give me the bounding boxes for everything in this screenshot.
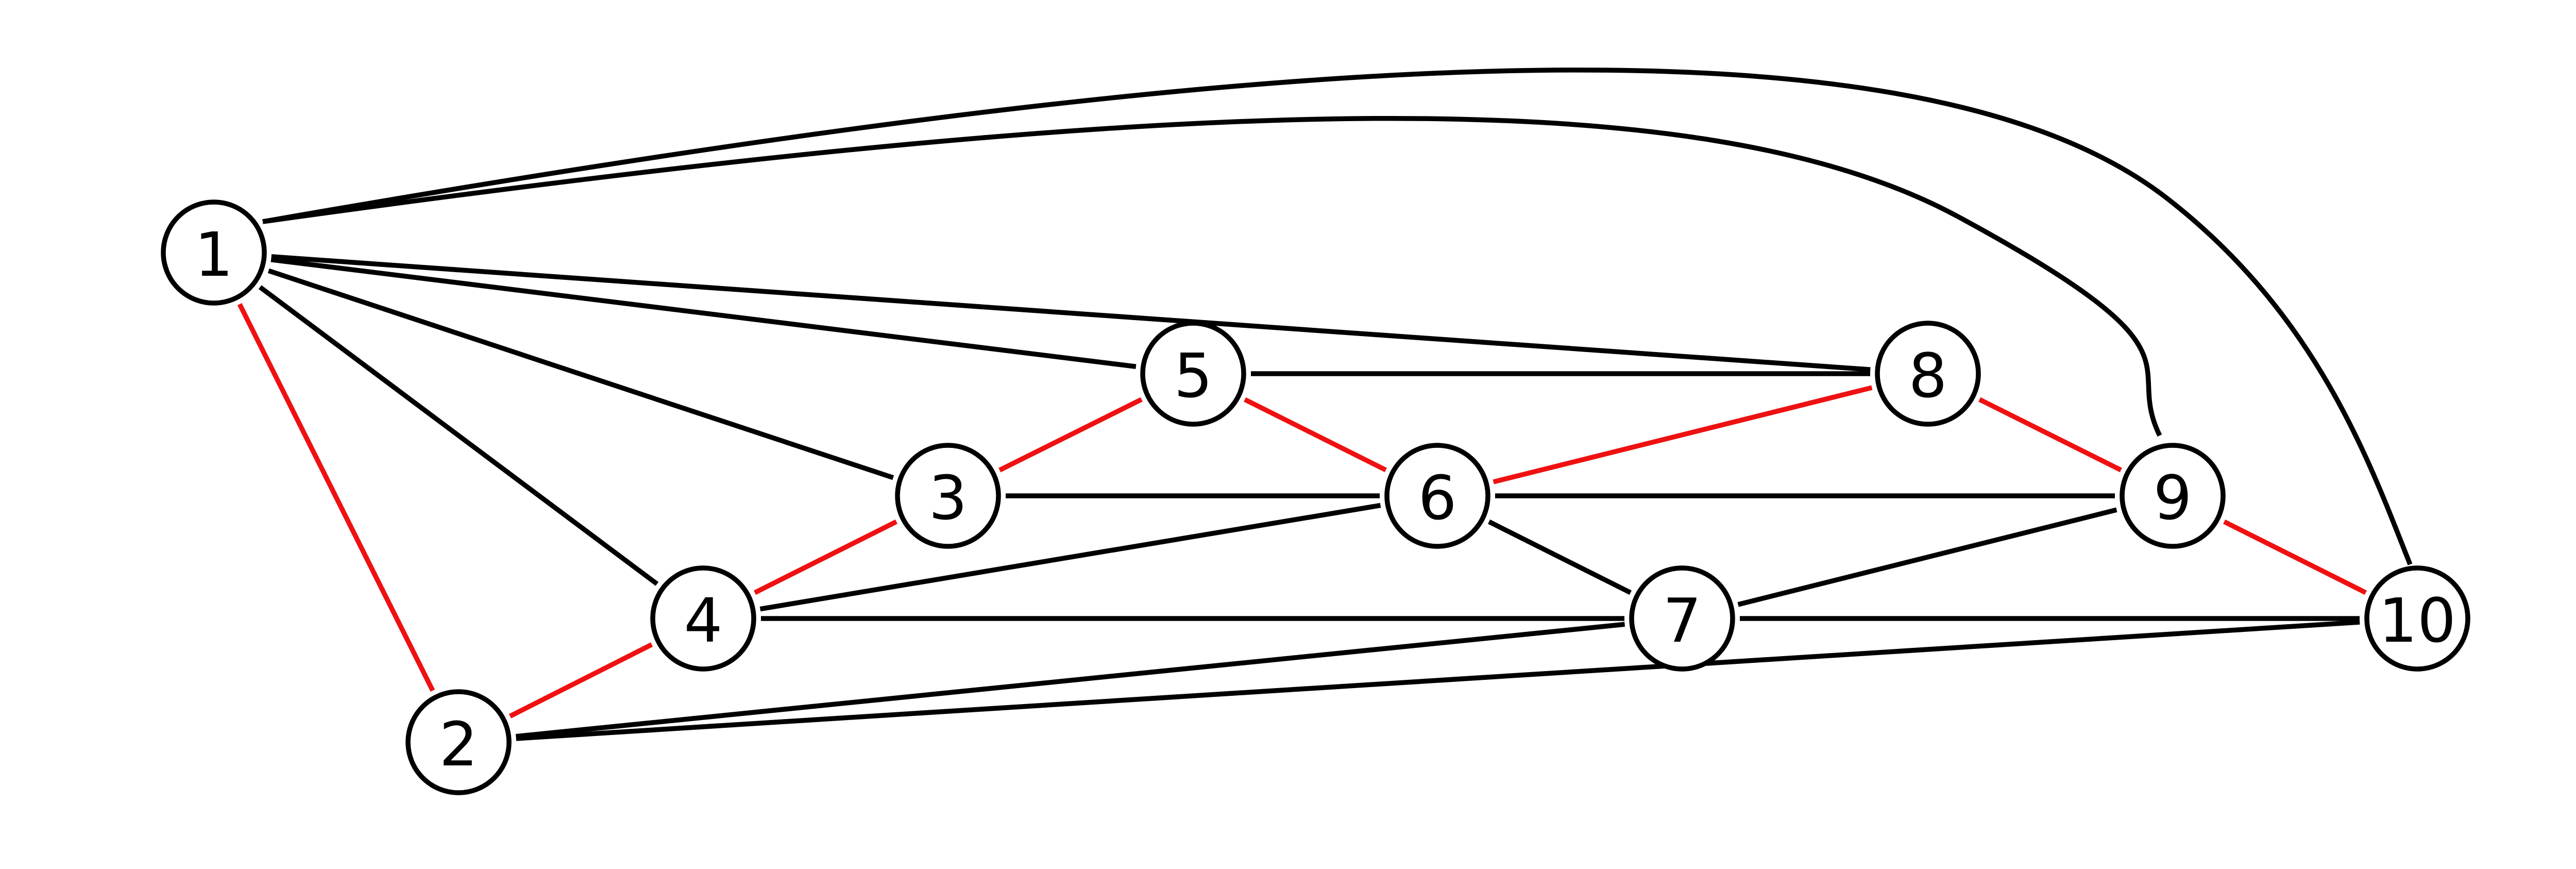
edge-1-10 — [262, 68, 2413, 565]
node-label: 7 — [1663, 585, 1701, 656]
node-circle — [1875, 321, 1981, 427]
node-label: 9 — [2153, 462, 2192, 533]
edge-1-8 — [271, 254, 1871, 372]
edge-6-8-highlighted — [1493, 385, 1873, 484]
node-circle — [161, 199, 267, 306]
node-3: 3 — [895, 443, 1001, 549]
node-9: 9 — [2120, 443, 2226, 549]
edge-2-4-highlighted — [509, 642, 653, 718]
edge-2-7 — [515, 622, 1625, 739]
node-5: 5 — [1140, 321, 1246, 427]
node-label: 8 — [1908, 340, 1947, 411]
node-circle — [1629, 565, 1735, 672]
node-7: 7 — [1629, 565, 1735, 672]
node-circle — [2120, 443, 2226, 549]
node-label: 1 — [194, 219, 233, 290]
node-8: 8 — [1875, 321, 1981, 427]
node-label: 2 — [439, 709, 478, 780]
node-label: 10 — [2379, 585, 2456, 656]
edge-4-6 — [759, 503, 1381, 612]
node-2: 2 — [405, 689, 512, 795]
node-label: 6 — [1418, 462, 1456, 533]
edge-9-10-highlighted — [2223, 519, 2367, 595]
edge-1-4 — [258, 285, 659, 586]
node-circle — [650, 565, 756, 672]
node-label: 5 — [1174, 340, 1212, 411]
node-circle — [405, 689, 512, 795]
node-circle — [895, 443, 1001, 549]
node-1: 1 — [161, 199, 267, 306]
edge-1-9 — [262, 115, 2162, 437]
node-6: 6 — [1384, 443, 1490, 549]
edge-1-3 — [267, 268, 894, 480]
node-10: 10 — [2364, 565, 2470, 672]
node-label: 3 — [928, 462, 967, 533]
edge-8-9-highlighted — [1978, 397, 2122, 473]
node-4: 4 — [650, 565, 756, 672]
edge-2-10 — [516, 620, 2360, 741]
edge-5-6-highlighted — [1244, 397, 1387, 473]
nodes-layer: 1 2 3 4 5 6 7 8 9 10 — [161, 199, 2470, 795]
edge-3-4-highlighted — [754, 519, 897, 595]
edges-layer — [237, 68, 2413, 741]
edge-1-5 — [270, 257, 1137, 369]
edge-1-2-highlighted — [237, 303, 435, 692]
node-circle — [2364, 565, 2470, 672]
edge-3-5-highlighted — [998, 397, 1143, 473]
node-label: 4 — [684, 585, 722, 656]
node-circle — [1140, 321, 1246, 427]
edge-6-7 — [1488, 519, 1632, 595]
edge-7-9 — [1737, 507, 2117, 607]
node-circle — [1384, 443, 1490, 549]
